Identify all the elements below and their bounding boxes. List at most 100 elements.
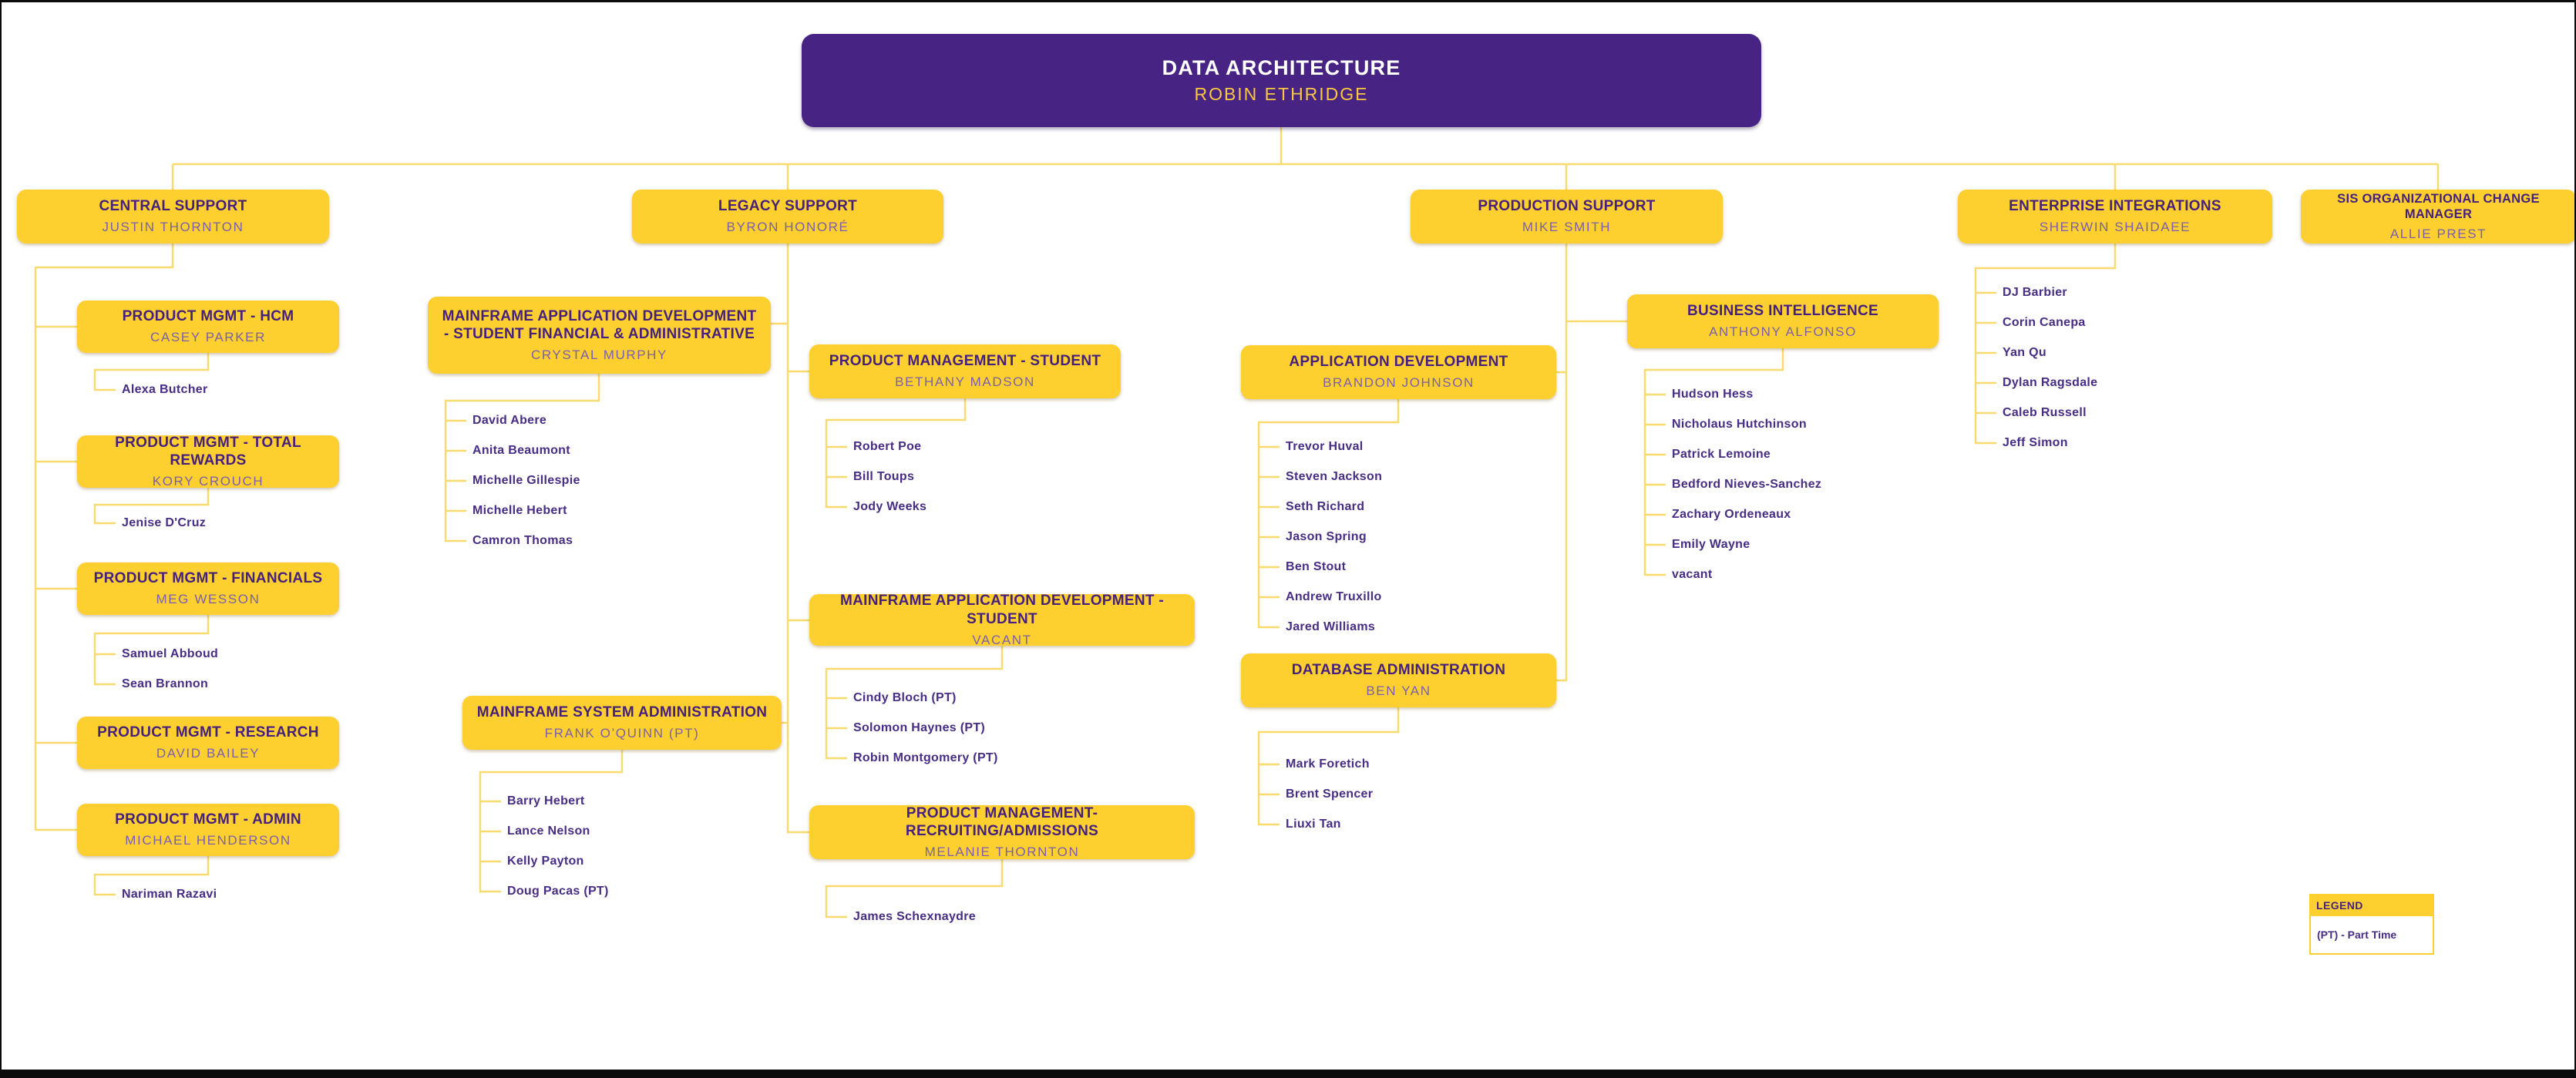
employee-name: Yan Qu xyxy=(2003,346,2046,359)
employee-name: Corin Canepa xyxy=(2003,316,2086,329)
employee-name: Bedford Nieves-Sanchez xyxy=(1672,478,1822,491)
employee-name: Mark Foretich xyxy=(1286,757,1370,771)
dept-manager: MICHAEL HENDERSON xyxy=(125,833,291,848)
legend-title: LEGEND xyxy=(2309,894,2434,916)
employee-name: Trevor Huval xyxy=(1286,440,1364,453)
branch-manager: MIKE SMITH xyxy=(1522,220,1612,235)
employee-name: Kelly Payton xyxy=(507,855,584,868)
dept-box-mainframe-app-dev-student: MAINFRAME APPLICATION DEVELOPMENT - STUD… xyxy=(809,593,1195,647)
central-wires xyxy=(34,243,174,831)
dept-manager: DAVID BAILEY xyxy=(156,746,261,761)
root-name: ROBIN ETHRIDGE xyxy=(1194,84,1369,104)
branch-box-production-support: PRODUCTION SUPPORT MIKE SMITH xyxy=(1411,190,1723,243)
employee-name: Nariman Razavi xyxy=(122,888,217,901)
legacy-leaf-wires xyxy=(444,374,1004,918)
enterprise-leaf-wires xyxy=(1974,243,2117,445)
employee-name: Anita Beaumont xyxy=(472,444,570,457)
dept-box-business-intelligence: BUSINESS INTELLIGENCE ANTHONY ALFONSO xyxy=(1627,294,1939,348)
dept-title: PRODUCT MGMT - RESEARCH xyxy=(97,724,319,741)
employee-name: Jeff Simon xyxy=(2003,436,2068,449)
dept-manager: FRANK O’QUINN (PT) xyxy=(544,726,700,741)
dept-title: PRODUCT MGMT - ADMIN xyxy=(115,811,301,828)
branch-manager: ALLIE PREST xyxy=(2389,226,2487,241)
dept-box-product-mgmt-financials: PRODUCT MGMT - FINANCIALS MEG WESSON xyxy=(77,563,339,615)
employee-name: Bill Toups xyxy=(853,470,915,483)
branch-title: LEGACY SUPPORT xyxy=(718,198,858,215)
employee-name: Patrick Lemoine xyxy=(1672,448,1771,461)
dept-box-product-mgmt-student: PRODUCT MANAGEMENT - STUDENT BETHANY MAD… xyxy=(809,344,1121,398)
dept-box-product-mgmt-recruiting: PRODUCT MANAGEMENT- RECRUITING/ADMISSION… xyxy=(809,805,1195,859)
top-border xyxy=(0,0,2576,2)
branch-manager: JUSTIN THORNTON xyxy=(102,220,244,235)
employee-name: vacant xyxy=(1672,568,1713,581)
branch-box-legacy-support: LEGACY SUPPORT BYRON HONORÉ xyxy=(632,190,943,243)
dept-box-product-mgmt-hcm: PRODUCT MGMT - HCM CASEY PARKER xyxy=(77,301,339,353)
dept-manager: ANTHONY ALFONSO xyxy=(1709,324,1857,340)
employee-name: Andrew Truxillo xyxy=(1286,590,1382,603)
employee-name: Jason Spring xyxy=(1286,530,1367,543)
employee-name: Robert Poe xyxy=(853,440,922,453)
legend: LEGEND (PT) - Part Time xyxy=(2309,894,2434,955)
dept-box-database-administration: DATABASE ADMINISTRATION BEN YAN xyxy=(1241,653,1556,707)
left-border xyxy=(0,0,2,1078)
dept-manager: VACANT xyxy=(972,632,1032,647)
branch-title: ENTERPRISE INTEGRATIONS xyxy=(2009,198,2221,215)
dept-manager: BEN YAN xyxy=(1366,683,1431,699)
dept-title: APPLICATION DEVELOPMENT xyxy=(1289,354,1508,371)
employee-name: Lance Nelson xyxy=(507,824,590,838)
dept-box-mainframe-app-dev-sfa: MAINFRAME APPLICATION DEVELOPMENT - STUD… xyxy=(428,297,771,374)
employee-name: Michelle Gillespie xyxy=(472,474,580,487)
legacy-wires xyxy=(771,243,809,834)
legend-entry: (PT) - Part Time xyxy=(2309,916,2434,955)
employee-name: Samuel Abboud xyxy=(122,647,219,660)
root-title: DATA ARCHITECTURE xyxy=(1162,56,1401,79)
trunk-wire xyxy=(171,127,2440,190)
employee-name: Brent Spencer xyxy=(1286,788,1374,801)
bottom-border xyxy=(0,1070,2576,1078)
employee-name: Solomon Haynes (PT) xyxy=(853,721,986,734)
employee-name: James Schexnaydre xyxy=(853,910,976,923)
branch-box-central-support: CENTRAL SUPPORT JUSTIN THORNTON xyxy=(17,190,329,243)
dept-manager: CRYSTAL MURPHY xyxy=(530,348,668,363)
employee-name: Dylan Ragsdale xyxy=(2003,376,2098,389)
dept-box-product-mgmt-total-rewards: PRODUCT MGMT - TOTAL REWARDS KORY CROUCH xyxy=(77,434,339,489)
dept-manager: MELANIE THORNTON xyxy=(924,845,1080,860)
employee-name: DJ Barbier xyxy=(2003,286,2067,299)
employee-name: Seth Richard xyxy=(1286,500,1365,513)
employee-name: Cindy Bloch (PT) xyxy=(853,691,957,704)
dept-title: MAINFRAME SYSTEM ADMINISTRATION xyxy=(476,704,768,721)
branch-title: CENTRAL SUPPORT xyxy=(99,198,247,215)
employee-name: Jared Williams xyxy=(1286,620,1376,633)
dept-title: MAINFRAME APPLICATION DEVELOPMENT - STUD… xyxy=(839,593,1165,627)
employee-name: Ben Stout xyxy=(1286,560,1347,573)
employee-name: Michelle Hebert xyxy=(472,504,567,517)
dept-manager: BETHANY MADSON xyxy=(895,374,1035,390)
employee-name: Sean Brannon xyxy=(122,677,209,690)
dept-box-mainframe-system-admin: MAINFRAME SYSTEM ADMINISTRATION FRANK O’… xyxy=(462,696,782,750)
dept-title: PRODUCT MGMT - TOTAL REWARDS xyxy=(115,434,301,469)
branch-title: SIS ORGANIZATIONAL CHANGE MANAGER xyxy=(2337,191,2540,222)
branch-manager: SHERWIN SHAIDAEE xyxy=(2039,220,2191,235)
employee-name: Barry Hebert xyxy=(507,794,585,808)
employee-name: Camron Thomas xyxy=(472,534,573,547)
employee-name: Nicholaus Hutchinson xyxy=(1672,418,1807,431)
employee-name: Robin Montgomery (PT) xyxy=(853,751,998,764)
employee-name: Alexa Butcher xyxy=(122,383,208,396)
employee-name: Jody Weeks xyxy=(853,500,927,513)
production-wires xyxy=(1556,243,1627,682)
employee-name: Steven Jackson xyxy=(1286,470,1383,483)
central-leaf-wires xyxy=(93,353,210,896)
employee-name: Zachary Ordeneaux xyxy=(1672,508,1791,521)
dept-title: DATABASE ADMINISTRATION xyxy=(1291,662,1506,679)
employee-name: Emily Wayne xyxy=(1672,538,1750,551)
employee-name: Caleb Russell xyxy=(2003,406,2087,419)
branch-box-sis-change-manager: SIS ORGANIZATIONAL CHANGE MANAGER ALLIE … xyxy=(2301,190,2576,243)
dept-manager: BRANDON JOHNSON xyxy=(1323,375,1475,391)
employee-name: David Abere xyxy=(472,414,547,427)
production-leaf-wires xyxy=(1257,348,1784,826)
dept-title: MAINFRAME APPLICATION DEVELOPMENT - STUD… xyxy=(442,307,757,343)
dept-title: PRODUCT MANAGEMENT - STUDENT xyxy=(829,353,1101,370)
dept-box-application-development: APPLICATION DEVELOPMENT BRANDON JOHNSON xyxy=(1241,345,1556,399)
